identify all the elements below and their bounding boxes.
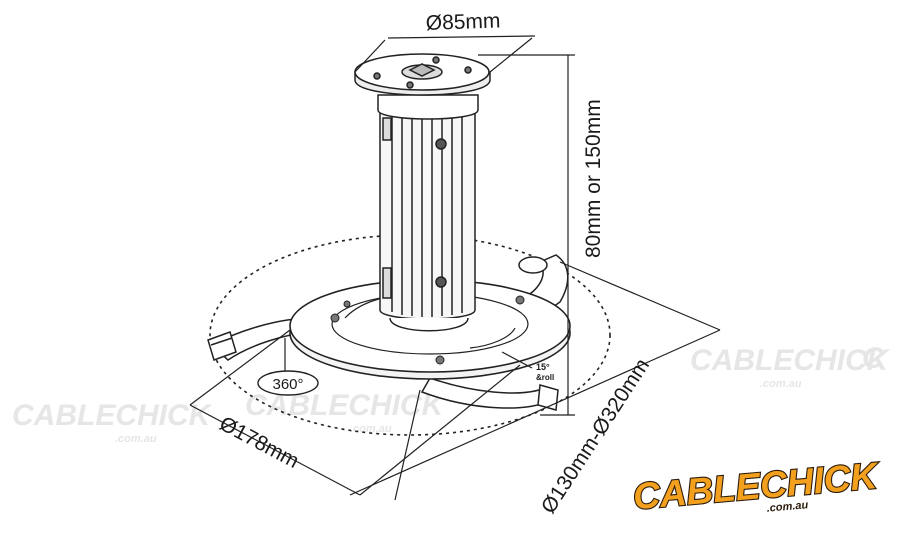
watermark-right-sub: .com.au	[760, 378, 802, 390]
logo-text: CABLECHICK	[631, 455, 881, 517]
cablechick-logo: CABLECHICK .com.au	[630, 454, 882, 519]
tilt-label: 15°	[536, 362, 550, 372]
watermark-left: CABLECHICK	[12, 399, 213, 432]
logo-subtext: .com.au	[766, 499, 809, 515]
watermark-right: CABLECHICK	[690, 344, 891, 377]
rotation-circle	[209, 234, 611, 436]
tilt-callout: 15° &roll	[536, 362, 554, 382]
watermark-group: CABLECHICK .com.au CABLECHICK .com.au CA…	[12, 342, 891, 445]
rotation-label: 360°	[272, 376, 303, 393]
top-plate-dimension: Ø85mm	[425, 9, 500, 35]
watermark-center-sub: .com.au	[350, 423, 392, 435]
rotation-badge: 360°	[257, 370, 319, 396]
watermark-edge: C	[862, 342, 885, 375]
column-height-dimension: 80mm or 150mm	[582, 99, 605, 258]
front-arm	[420, 377, 559, 411]
top-plate	[354, 53, 491, 120]
support-column	[379, 108, 476, 332]
dimension-lines	[189, 35, 721, 501]
tilt-sub-label: &roll	[536, 373, 554, 382]
watermark-left-sub: .com.au	[115, 433, 157, 445]
